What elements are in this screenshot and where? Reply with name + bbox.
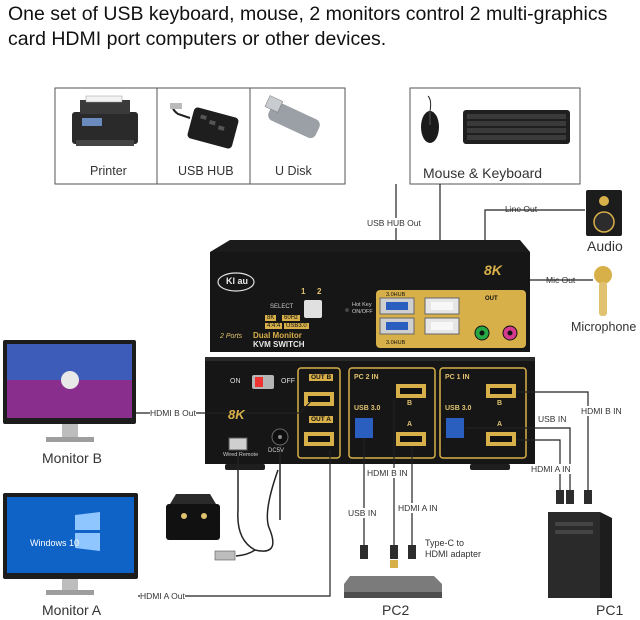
sel-2: 2 [317, 287, 322, 296]
typec-adapter-label: Type-C to HDMI adapter [425, 538, 482, 559]
pc1-usb-in-label: USB IN [538, 414, 567, 424]
wired-remote-icon [166, 494, 220, 540]
badge-60hz: 60Hz [282, 315, 301, 321]
power-on-label: ON [230, 378, 241, 385]
select-label: SELECT [270, 304, 294, 310]
usb30-label-pc2: USB 3.0 [354, 405, 381, 412]
hub-label-2: 3.0HUB [386, 340, 406, 346]
pc1-icon [548, 512, 612, 598]
ports-label: 2 Ports [220, 333, 243, 340]
pc2-hdmi-b-in-label: HDMI B IN [367, 468, 408, 478]
kvm-switch-label: KVM SWITCH [253, 340, 305, 349]
dc5v-label: DC5V [268, 448, 285, 454]
monitor-b-label: Monitor B [42, 450, 102, 466]
monitor-a-label: Monitor A [42, 602, 102, 618]
dual-monitor: Dual Monitor [253, 331, 302, 340]
windows-label: Windows 10 [30, 538, 80, 548]
microphone-label: Microphone [571, 320, 637, 334]
pc1-in-label: PC 1 IN [445, 374, 470, 381]
sel-1: 1 [301, 287, 306, 296]
hub-label: 3.0HUB [386, 292, 406, 298]
pc2-in-label: PC 2 IN [354, 374, 379, 381]
rear-8k: 8K [228, 407, 245, 422]
monitor-a-icon [3, 493, 138, 595]
wired-remote-label: Wired Remote [223, 452, 259, 458]
mouse-icon [421, 95, 439, 143]
mic-out-label: Mic Out [546, 275, 576, 285]
pc1-port-b: B [497, 400, 503, 407]
badge-444: 4:4:4 [265, 323, 283, 329]
keyboard-icon [463, 110, 570, 144]
hdmi-b-out-label: HDMI B Out [150, 408, 196, 418]
usb-hub-out-label: USB HUB Out [367, 218, 421, 228]
out-a-label: OUT A [309, 416, 333, 423]
usb-hub-label: USB HUB [178, 164, 234, 178]
pc1-port-a: A [497, 421, 503, 428]
u-disk-icon [264, 95, 320, 139]
big-8k: 8K [484, 262, 502, 278]
speaker-icon [586, 190, 622, 236]
pc2-label: PC2 [382, 602, 410, 618]
u-disk-label: U Disk [275, 164, 312, 178]
line-out-label: Line Out [505, 204, 538, 214]
hotkey-label: Hot Key ON/OFF [352, 302, 373, 315]
pc1-hdmi-a-in-label: HDMI A IN [531, 464, 571, 474]
pc2-usb-in-label: USB IN [348, 508, 377, 518]
pc1-hdmi-b-in-label: HDMI B IN [581, 406, 622, 416]
kvm-rear-unit [205, 357, 535, 470]
headline: One set of USB keyboard, mouse, 2 monito… [8, 3, 608, 50]
badge-usb30: USB3.0 [284, 323, 309, 329]
pc1-label: PC1 [596, 602, 624, 618]
audio-label: Audio [587, 238, 623, 254]
audio-out-label: OUT [485, 296, 498, 302]
pc2-port-b: B [407, 400, 413, 407]
out-b-label: OUT B [309, 374, 334, 381]
hdmi-a-out-label: HDMI A Out [140, 591, 185, 601]
usb30-label-pc1: USB 3.0 [445, 405, 472, 412]
printer-icon [72, 95, 138, 146]
mouse-keyboard-label: Mouse & Keyboard [423, 165, 543, 181]
microphone-icon [594, 266, 612, 316]
badge-8k: 8K [265, 315, 277, 321]
usb-hub-icon [170, 103, 239, 149]
kvm-brand: Kl au [226, 276, 249, 286]
monitor-b-icon [3, 340, 136, 442]
pc2-hdmi-a-in-label: HDMI A IN [398, 503, 438, 513]
pc2-port-a: A [407, 421, 413, 428]
pc2-icon [344, 576, 442, 598]
printer-label: Printer [90, 164, 127, 178]
power-off-label: OFF [281, 378, 295, 385]
